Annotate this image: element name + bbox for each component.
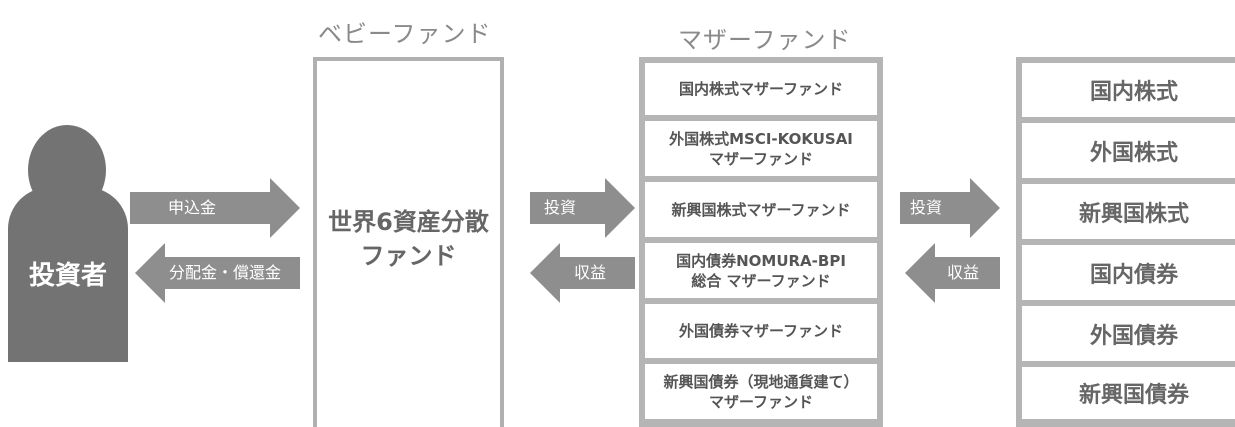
subscription-label: 申込金 bbox=[168, 198, 217, 217]
asset-item: 外国債券 bbox=[1022, 306, 1235, 361]
arrow-right-icon bbox=[605, 178, 635, 238]
arrow-right-icon bbox=[970, 178, 1000, 238]
baby-fund-name: 世界6資産分散 ファンド bbox=[313, 205, 504, 273]
baby-fund-box bbox=[313, 57, 504, 427]
distribution-arrow: 分配金・償還金 bbox=[135, 243, 300, 303]
return-arrow-2: 収益 bbox=[905, 243, 1000, 303]
arrow-right-icon bbox=[270, 178, 300, 238]
mother-fund-line2: 総合 マザーファンド bbox=[691, 271, 831, 290]
return-label-2: 収益 bbox=[947, 263, 980, 282]
mother-fund-item: 新興国株式マザーファンド bbox=[645, 182, 877, 237]
mother-fund-item: 国内株式マザーファンド bbox=[645, 63, 877, 115]
baby-fund-name-line1: 世界6資産分散 bbox=[328, 208, 489, 236]
return-label-1: 収益 bbox=[574, 263, 607, 282]
baby-fund-header: ベビーファンド bbox=[318, 20, 492, 48]
arrow-left-icon bbox=[135, 243, 165, 303]
mother-fund-line1: 新興国債券（現地通貨建て） bbox=[663, 372, 859, 391]
investor-body-icon bbox=[8, 187, 128, 362]
asset-frame bbox=[1016, 57, 1235, 427]
mother-fund-item: 外国株式MSCI-KOKUSAI マザーファンド bbox=[645, 121, 877, 176]
asset-item: 外国株式 bbox=[1022, 123, 1235, 178]
asset-item: 新興国株式 bbox=[1022, 184, 1235, 239]
asset-item: 新興国債券 bbox=[1022, 367, 1235, 419]
mother-fund-line1: 外国債券マザーファンド bbox=[678, 322, 844, 340]
mother-fund-line1: 外国株式MSCI-KOKUSAI bbox=[669, 129, 853, 148]
mother-fund-line1: 国内株式マザーファンド bbox=[678, 80, 844, 98]
mother-fund-item: 新興国債券（現地通貨建て） マザーファンド bbox=[645, 364, 877, 419]
mother-fund-item: 外国債券マザーファンド bbox=[645, 304, 877, 358]
invest-label-1: 投資 bbox=[544, 198, 577, 217]
baby-fund-name-line2: ファンド bbox=[360, 242, 457, 270]
subscription-arrow: 申込金 bbox=[130, 178, 300, 238]
arrow-left-icon bbox=[530, 243, 560, 303]
investor-label: 投資者 bbox=[28, 261, 107, 291]
mother-fund-line2: マザーファンド bbox=[708, 149, 814, 168]
mother-fund-line1: 新興国株式マザーファンド bbox=[671, 200, 851, 219]
mother-fund-item: 国内債券NOMURA-BPI 総合 マザーファンド bbox=[645, 243, 877, 298]
invest-arrow-1: 投資 bbox=[530, 178, 635, 238]
invest-label-2: 投資 bbox=[910, 198, 943, 217]
mother-fund-line2: マザーファンド bbox=[708, 392, 814, 411]
mother-fund-line1: 国内債券NOMURA-BPI bbox=[676, 251, 846, 270]
mother-fund-header: マザーファンド bbox=[678, 26, 852, 54]
arrow-left-icon bbox=[905, 243, 935, 303]
asset-item: 国内債券 bbox=[1022, 245, 1235, 300]
asset-item: 国内株式 bbox=[1022, 63, 1235, 117]
distribution-label: 分配金・償還金 bbox=[169, 263, 282, 282]
invest-arrow-2: 投資 bbox=[900, 178, 1000, 238]
return-arrow-1: 収益 bbox=[530, 243, 635, 303]
